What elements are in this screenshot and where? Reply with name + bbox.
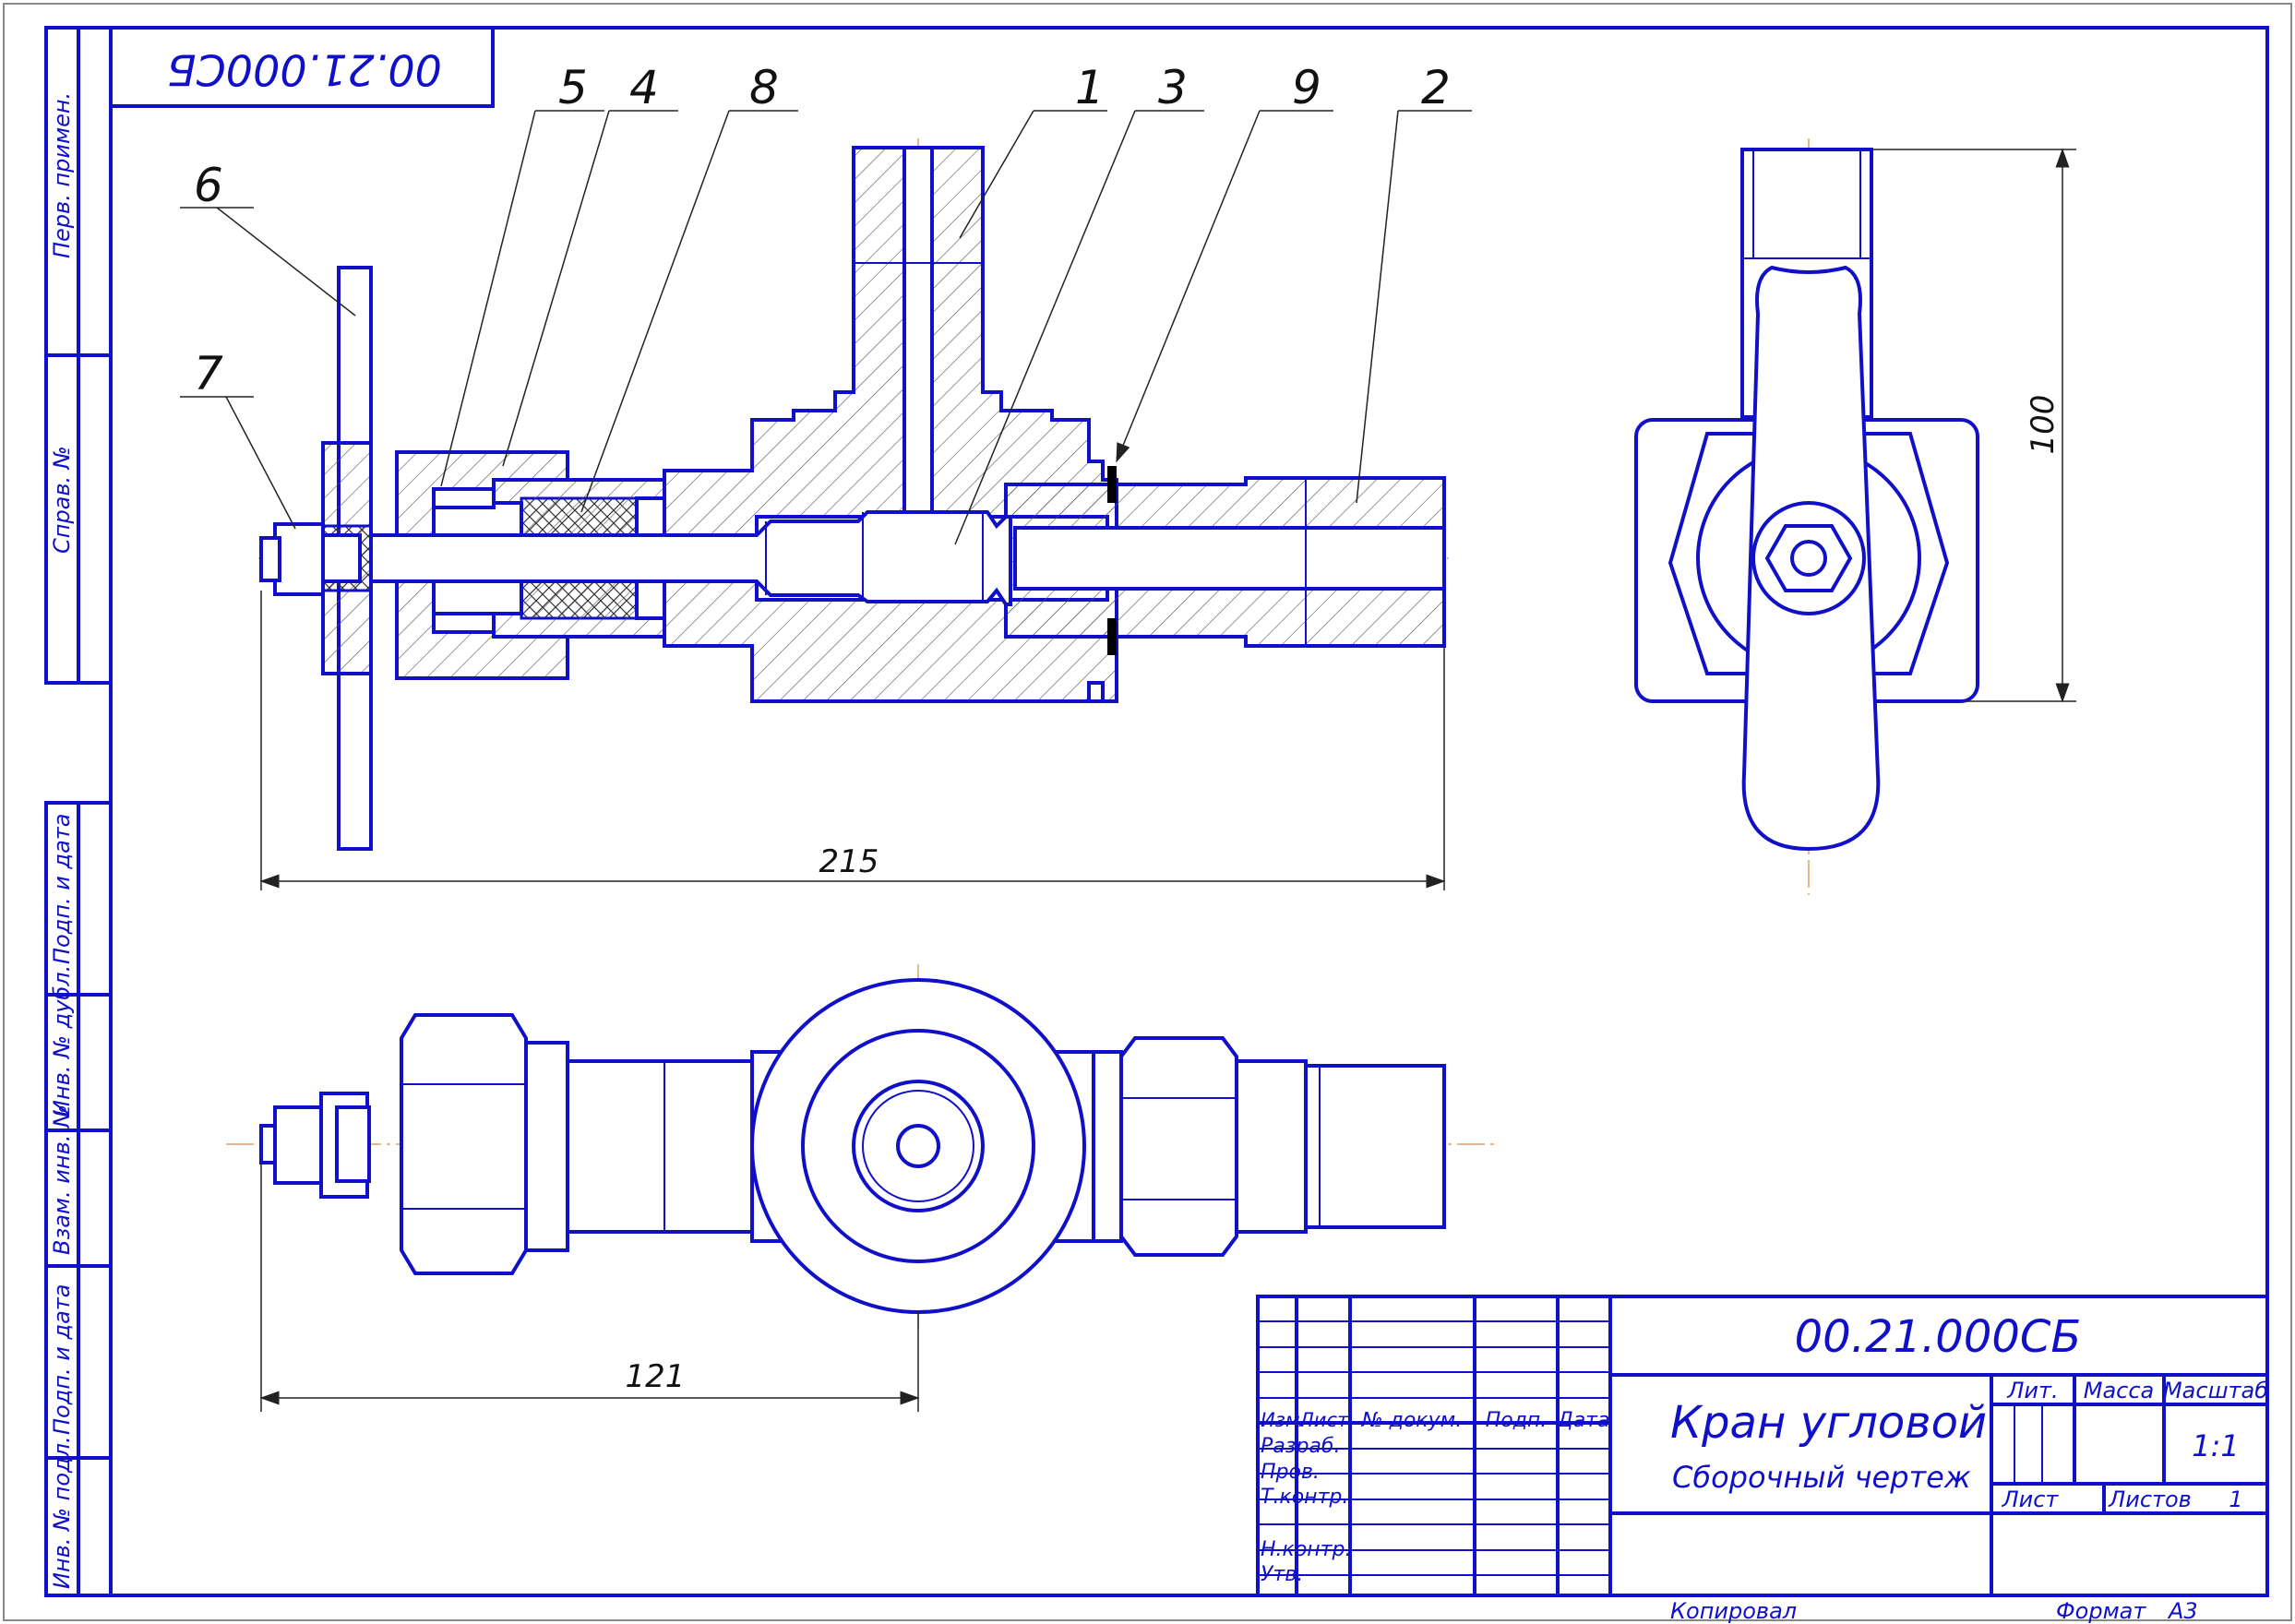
plan-union-nut bbox=[400, 1013, 528, 1275]
gasket-top bbox=[1107, 466, 1117, 503]
tb-list: Лист bbox=[1298, 1409, 1349, 1431]
tb-nkontr: Н.контр. bbox=[1261, 1538, 1351, 1561]
spindle-end bbox=[259, 536, 281, 582]
label-inv-dubl: Инв. № дубл. bbox=[49, 965, 75, 1116]
tb-razrab: Разраб. bbox=[1261, 1435, 1340, 1458]
tb-izm: Изм. bbox=[1261, 1409, 1306, 1431]
tb-prov: Пров. bbox=[1261, 1461, 1320, 1484]
dim-100-label: 100 bbox=[2025, 395, 2062, 455]
nut bbox=[273, 522, 325, 596]
callout-7: 7 bbox=[194, 347, 223, 400]
dim-215-label: 215 bbox=[819, 843, 879, 880]
plan-view: 121 bbox=[226, 964, 1495, 1412]
tb-sheets: Листов bbox=[2108, 1487, 2192, 1512]
code-box-rotated: 00.21.000СБ bbox=[109, 26, 495, 108]
tb-data: Дата bbox=[1557, 1409, 1610, 1432]
tb-lit: Лит. bbox=[2006, 1378, 2058, 1403]
label-sprav-no: Справ. № bbox=[49, 446, 75, 554]
front-section-view bbox=[258, 138, 1449, 851]
tb-tkontr: Т.контр. bbox=[1261, 1486, 1348, 1509]
label-kopiroval: Копировал bbox=[1670, 1598, 1797, 1624]
callout-6: 6 bbox=[194, 159, 223, 212]
tb-sheet: Лист bbox=[2002, 1487, 2060, 1512]
tb-massa: Масса bbox=[2084, 1378, 2155, 1403]
gasket-bottom bbox=[1107, 618, 1117, 655]
title-block: Изм. Лист № докум. Подп. Дата Разраб. Пр… bbox=[1256, 1295, 2269, 1597]
callout-4: 4 bbox=[629, 61, 659, 114]
dim-121-label: 121 bbox=[626, 1358, 686, 1395]
sheet-edge bbox=[3, 3, 2292, 1621]
label-inv-podl: Инв. № подл. bbox=[49, 1436, 75, 1589]
tb-masshtab: Масштаб bbox=[2163, 1378, 2268, 1403]
vertical-channel bbox=[902, 146, 934, 519]
callout-9: 9 bbox=[1292, 61, 1321, 114]
callout-2: 2 bbox=[1421, 61, 1451, 114]
callout-5: 5 bbox=[558, 61, 588, 114]
callout-1: 1 bbox=[1075, 61, 1105, 114]
label-format: Формат bbox=[2056, 1598, 2146, 1624]
callouts: 5 4 8 1 3 9 2 6 7 bbox=[180, 61, 1472, 545]
tb-sheets-count: 1 bbox=[2229, 1487, 2242, 1512]
tb-subtitle: Сборочный чертеж bbox=[1672, 1460, 1971, 1495]
code-rotated: 00.21.000СБ bbox=[167, 45, 442, 95]
label-perv-primen: Перв. примен. bbox=[49, 92, 75, 258]
label-vzam-inv: Взам. инв. № bbox=[49, 1105, 75, 1255]
tb-podp: Подп. bbox=[1486, 1409, 1548, 1432]
label-format-value: А3 bbox=[2167, 1598, 2198, 1624]
dimension-215: 215 bbox=[259, 591, 1446, 890]
plan-fitting-nut bbox=[1119, 1036, 1238, 1257]
label-podp-data-2: Подп. и дата bbox=[49, 1284, 75, 1436]
side-view: 100 bbox=[1634, 138, 2076, 895]
fitting-bore bbox=[1013, 526, 1446, 591]
tb-code: 00.21.000СБ bbox=[1795, 1311, 2082, 1363]
tb-scale: 1:1 bbox=[2192, 1428, 2240, 1463]
tb-doc-no: № докум. bbox=[1361, 1409, 1462, 1432]
callout-8: 8 bbox=[749, 61, 779, 114]
callout-3: 3 bbox=[1158, 61, 1188, 114]
tb-title: Кран угловой bbox=[1670, 1397, 1987, 1449]
label-podp-data-1: Подп. и дата bbox=[49, 814, 75, 965]
tb-utv: Утв. bbox=[1261, 1563, 1303, 1586]
side-columns: Перв. примен. Справ. № Подп. и дата Инв.… bbox=[44, 26, 113, 1597]
